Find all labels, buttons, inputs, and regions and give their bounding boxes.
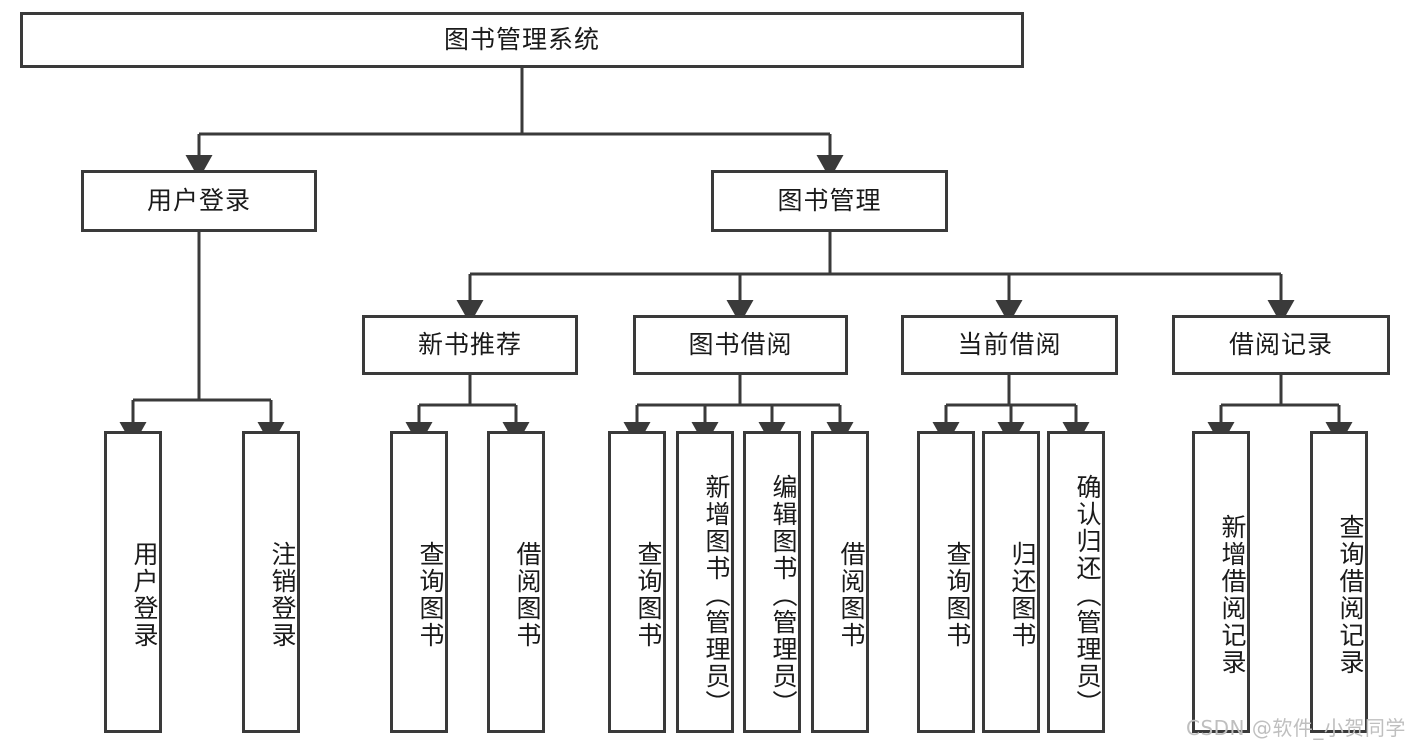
node-label: 图书管理 xyxy=(777,185,882,215)
node-label: 当前借阅 xyxy=(957,329,1062,359)
node-label: 新书推荐 xyxy=(417,329,522,359)
node-user-login[interactable]: 用户登录 xyxy=(81,170,317,232)
node-label: 新增图书（管理员） xyxy=(702,473,731,717)
node-book-management-system[interactable]: 图书管理系统 xyxy=(20,12,1024,68)
node-label: 归还图书 xyxy=(1008,541,1037,649)
node-book-borrow[interactable]: 图书借阅 xyxy=(633,315,848,375)
node-label: 图书管理系统 xyxy=(443,24,600,54)
node-label: 借阅图书 xyxy=(513,541,542,649)
leaf-query-book-current[interactable]: 查询图书 xyxy=(917,431,975,733)
leaf-return-book[interactable]: 归还图书 xyxy=(982,431,1040,733)
node-new-book-recommend[interactable]: 新书推荐 xyxy=(362,315,578,375)
leaf-add-book-admin[interactable]: 新增图书（管理员） xyxy=(676,431,734,733)
leaf-confirm-return-admin[interactable]: 确认归还（管理员） xyxy=(1047,431,1105,733)
leaf-add-borrow-record[interactable]: 新增借阅记录 xyxy=(1192,431,1250,733)
leaf-query-borrow-record[interactable]: 查询借阅记录 xyxy=(1310,431,1368,733)
leaf-borrow-book-recommend[interactable]: 借阅图书 xyxy=(487,431,545,733)
leaf-query-book-recommend[interactable]: 查询图书 xyxy=(390,431,448,733)
node-label: 编辑图书（管理员） xyxy=(769,473,798,717)
leaf-query-book-borrow[interactable]: 查询图书 xyxy=(608,431,666,733)
node-label: 注销登录 xyxy=(268,541,297,649)
node-label: 图书借阅 xyxy=(688,329,793,359)
node-label: 用户登录 xyxy=(130,541,159,649)
node-label: 查询图书 xyxy=(634,541,663,649)
csdn-watermark: CSDN @软件_小贺同学 xyxy=(1186,716,1405,740)
node-label: 用户登录 xyxy=(146,185,251,215)
node-current-borrow[interactable]: 当前借阅 xyxy=(901,315,1118,375)
node-label: 查询借阅记录 xyxy=(1336,514,1365,676)
node-label: 借阅记录 xyxy=(1228,329,1333,359)
node-label: 查询图书 xyxy=(943,541,972,649)
node-label: 查询图书 xyxy=(416,541,445,649)
leaf-borrow-book[interactable]: 借阅图书 xyxy=(811,431,869,733)
node-label: 新增借阅记录 xyxy=(1218,514,1247,676)
leaf-edit-book-admin[interactable]: 编辑图书（管理员） xyxy=(743,431,801,733)
node-book-manage[interactable]: 图书管理 xyxy=(711,170,948,232)
node-label: 借阅图书 xyxy=(837,541,866,649)
leaf-logout[interactable]: 注销登录 xyxy=(242,431,300,733)
node-label: 确认归还（管理员） xyxy=(1073,473,1102,717)
node-borrow-record[interactable]: 借阅记录 xyxy=(1172,315,1390,375)
leaf-user-login[interactable]: 用户登录 xyxy=(104,431,162,733)
